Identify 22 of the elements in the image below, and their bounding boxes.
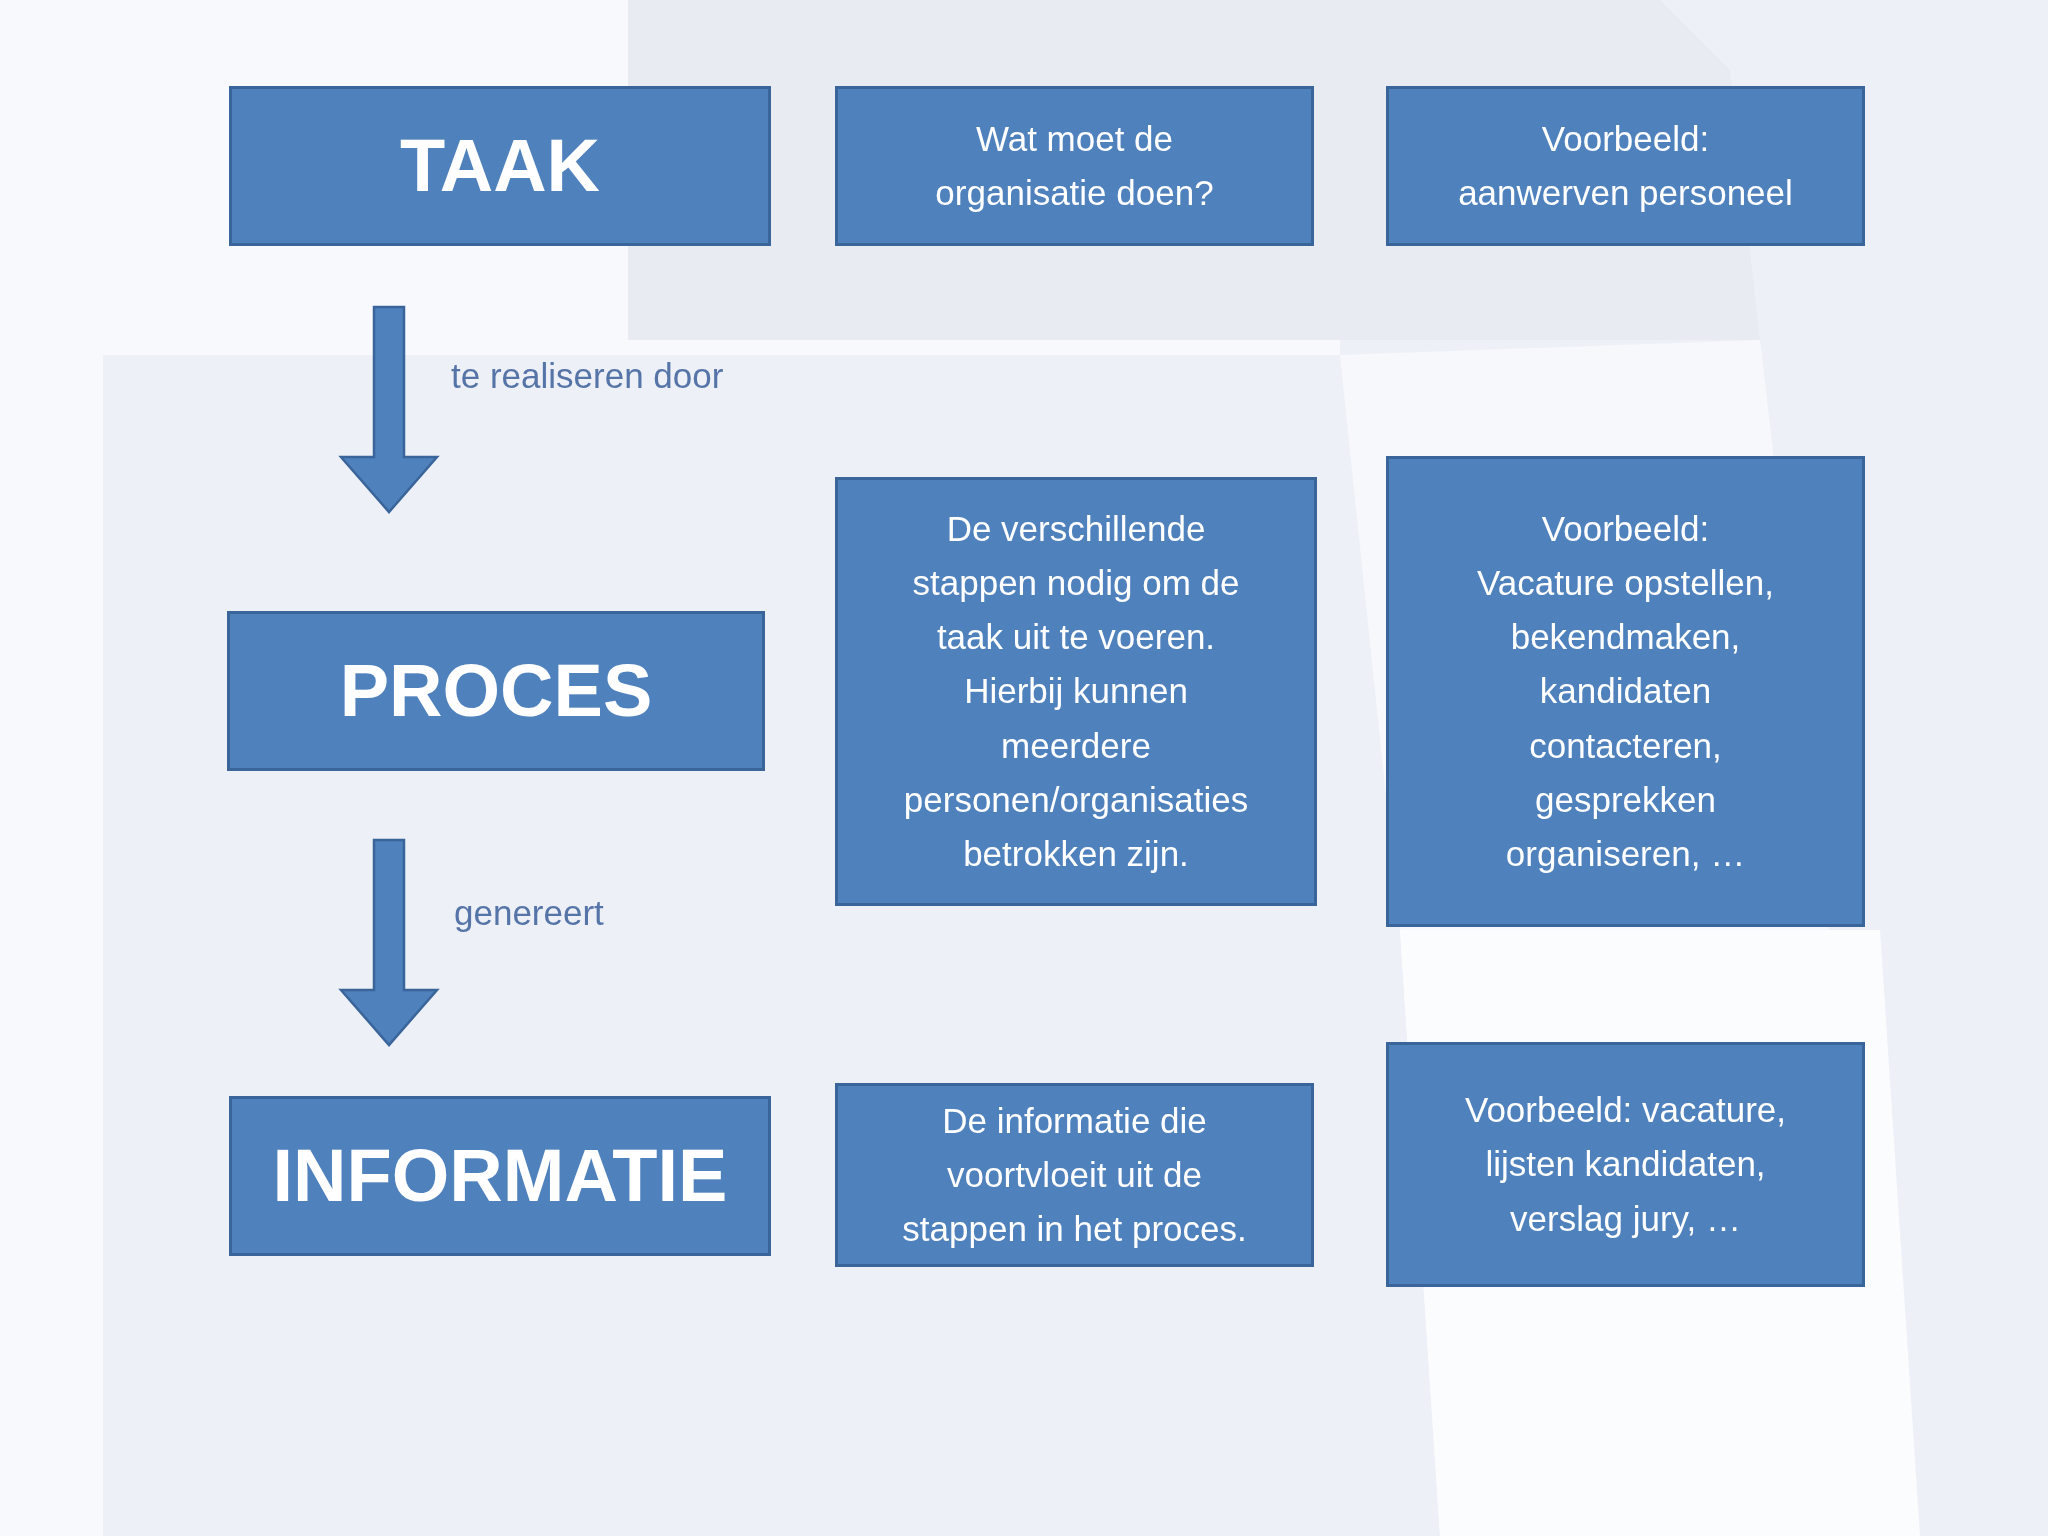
edge-label: te realiseren door (451, 356, 724, 396)
heading-label: TAAK (400, 125, 600, 207)
description-text: Voorbeeld: Vacature opstellen, bekendmaken, kandidaten contacteren, gesprekken organiseren, … (1475, 507, 1775, 876)
process-box (227, 611, 765, 771)
information-box (229, 1096, 771, 1256)
description-box (835, 1083, 1314, 1267)
heading-label: PROCES (339, 650, 653, 732)
description-box (835, 86, 1314, 246)
description-box (835, 477, 1317, 906)
description-text: De verschillende stappen nodig om de taak uit te voeren. Hierbij kunnen meerdere personen/organisaties betrokken zijn. (902, 507, 1250, 876)
example-box (1386, 456, 1865, 927)
description-text: De informatie die voortvloeit uit de stappen in het proces. (902, 1099, 1247, 1251)
description-text: Voorbeeld: aanwerven personeel (1457, 117, 1794, 214)
task-box (229, 86, 771, 246)
heading-label: INFORMATIE (272, 1135, 728, 1217)
example-box (1386, 1042, 1865, 1287)
edge-label: genereert (454, 893, 604, 933)
block-arrow (338, 305, 440, 514)
description-text: Wat moet de organisatie doen? (934, 117, 1215, 214)
description-text: Voorbeeld: vacature, lijsten kandidaten, verslag jury, … (1463, 1089, 1788, 1240)
block-arrow (338, 838, 440, 1047)
example-box (1386, 86, 1865, 246)
